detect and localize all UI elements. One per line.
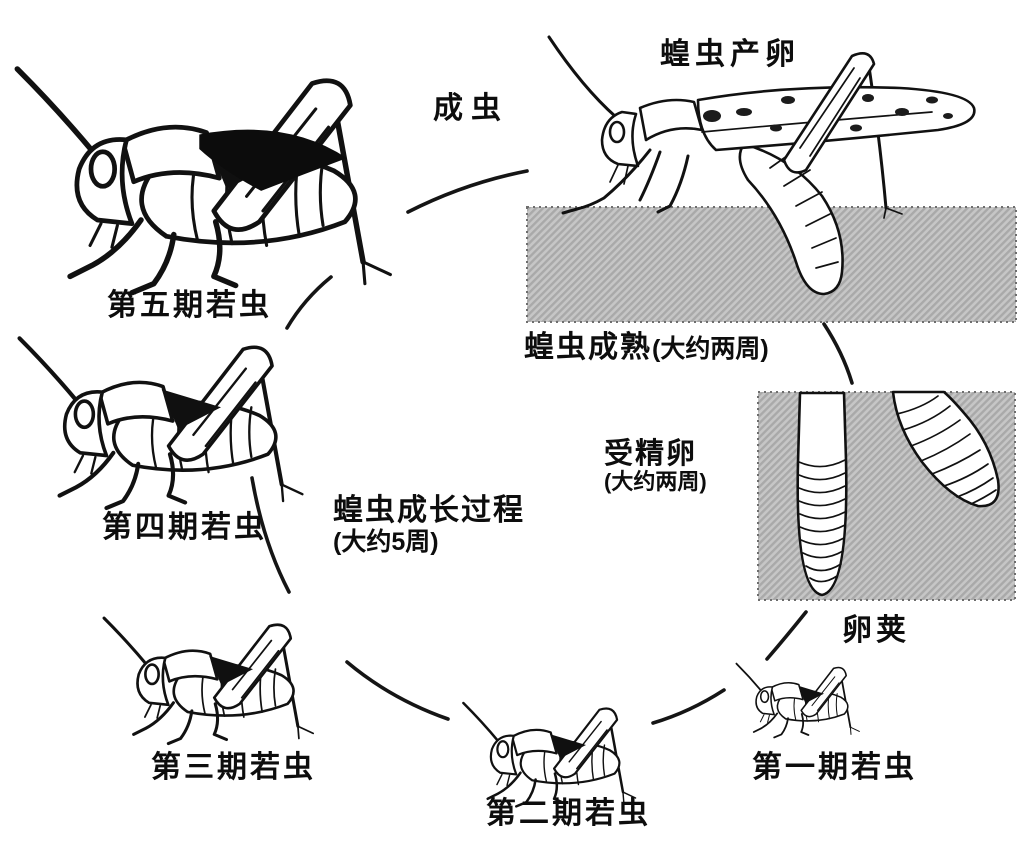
adult-label: 成虫: [433, 92, 509, 125]
soil-surface-block: [526, 206, 1017, 323]
instar2-illustration: [462, 701, 637, 808]
instar1-illustration: [735, 662, 861, 739]
instar5-label: 第五期若虫: [107, 289, 272, 322]
fertilized-egg-label-main: 受精卵: [604, 438, 698, 470]
maturing-label-main: 蝗虫成熟: [524, 331, 652, 364]
growth-process-label: 蝗虫成长过程 (大约5周): [333, 494, 525, 556]
maturing-label-duration: (大约两周): [652, 335, 769, 363]
instar3-illustration: [102, 616, 315, 746]
egg-pod-right: [891, 390, 1000, 508]
egg-pod-left: [796, 391, 848, 597]
instar4-illustration: [20, 338, 303, 508]
instar4-label: 第四期若虫: [102, 511, 267, 544]
fertilized-egg-label-duration: (大约两周): [604, 469, 707, 495]
instar2-label: 第二期若虫: [486, 797, 651, 830]
instar3-label: 第三期若虫: [151, 751, 316, 784]
fertilized-egg-label: 受精卵 (大约两周): [604, 438, 707, 495]
laying-eggs-label: 蝗虫产卵: [660, 38, 800, 71]
growth-process-label-duration: (大约5周): [333, 527, 439, 556]
cycle-arrow-arcs: [250, 169, 854, 725]
growth-process-label-main: 蝗虫成长过程: [333, 494, 525, 527]
instar5-illustration: [17, 69, 390, 293]
egg-pod-label: 卵荚: [842, 614, 910, 647]
instar1-label: 第一期若虫: [752, 751, 917, 784]
egg-pod-box: [757, 390, 1016, 601]
egg-laying-adult-illustration: [547, 35, 976, 296]
maturing-label: 蝗虫成熟(大约两周): [524, 331, 769, 365]
